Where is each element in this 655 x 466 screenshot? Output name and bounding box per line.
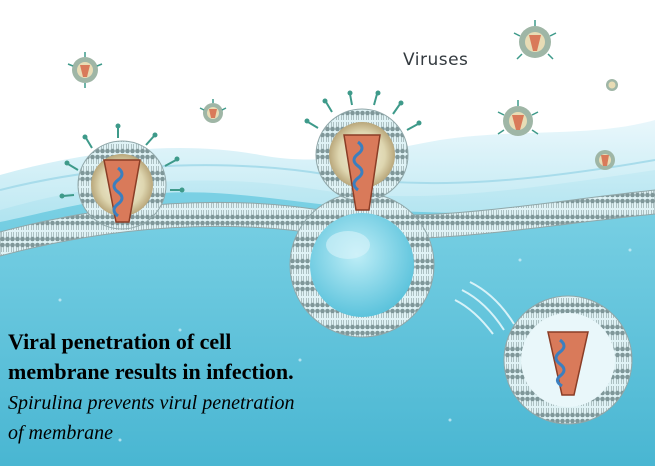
caption-bold-line-2: membrane results in infection. [8, 357, 428, 387]
caption: Viral penetration of cell membrane resul… [8, 327, 428, 448]
free-virus [606, 79, 618, 91]
endocytic-vesicle [290, 193, 434, 337]
caption-bold-line-1: Viral penetration of cell [8, 327, 428, 357]
caption-italic-line-2: of membrane [8, 418, 428, 448]
viruses-label: Viruses [403, 50, 468, 70]
caption-italic-line-1: Spirulina prevents virul penetration [8, 388, 428, 418]
free-virus [595, 150, 615, 170]
